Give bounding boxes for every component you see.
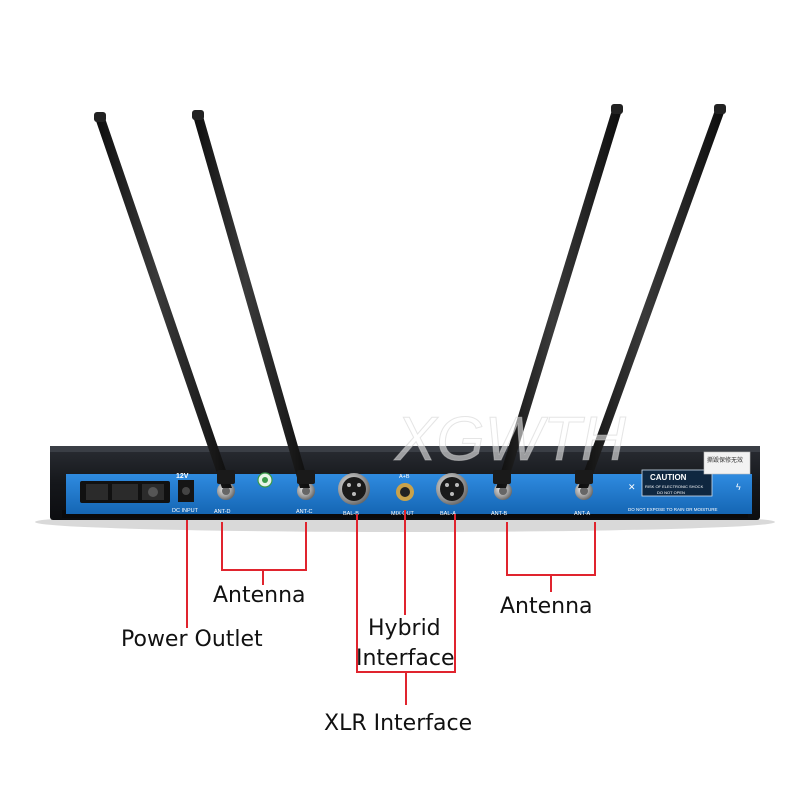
tool-icon: ✕ bbox=[628, 482, 636, 492]
dc-input-jack[interactable] bbox=[178, 480, 194, 502]
xlr-connector-b[interactable] bbox=[338, 473, 370, 505]
antenna-left-inner bbox=[192, 110, 315, 488]
warranty-seal: 撕毁保修无效 bbox=[703, 451, 751, 475]
seal-text: 撕毁保修无效 bbox=[707, 456, 743, 464]
caution-label: CAUTION RISK OF ELECTRONIC SHOCK DO NOT … bbox=[628, 469, 718, 512]
callout-xlr-interface: XLR Interface bbox=[324, 711, 473, 736]
bal-a-label: BAL-A bbox=[440, 511, 456, 517]
callout-antenna-left: Antenna bbox=[213, 583, 306, 608]
callout-antenna-right: Antenna bbox=[500, 594, 593, 619]
caution-line2: DO NOT OPEN bbox=[657, 490, 685, 495]
certification-logo bbox=[257, 472, 273, 488]
antenna-left-outer bbox=[94, 112, 235, 488]
voltage-label: 12V bbox=[176, 473, 189, 480]
antenna-right-inner bbox=[493, 104, 623, 488]
callout-power-outlet: Power Outlet bbox=[121, 627, 263, 652]
caution-title: CAUTION bbox=[650, 473, 687, 482]
chassis-top-edge bbox=[50, 446, 760, 452]
callout-hybrid-line1: Hybrid bbox=[368, 616, 441, 641]
power-switch[interactable] bbox=[80, 481, 170, 503]
mix-out-jack[interactable] bbox=[396, 483, 414, 501]
antenna-right-outer bbox=[575, 104, 726, 488]
ant-a-label: ANT-A bbox=[574, 511, 591, 517]
bal-b-label: BAL-B bbox=[343, 511, 359, 517]
caution-line1: RISK OF ELECTRONIC SHOCK bbox=[645, 484, 704, 489]
ant-d-label: ANT-D bbox=[214, 509, 231, 515]
callout-hybrid-line2: Interface bbox=[356, 646, 455, 671]
mix-out-top-label: A+B bbox=[399, 474, 410, 480]
dc-input-label: DC INPUT bbox=[172, 508, 199, 514]
lightning-icon: ϟ bbox=[736, 482, 741, 492]
ant-b-label: ANT-B bbox=[491, 511, 508, 517]
caution-footer: DO NOT EXPOSE TO RAIN OR MOISTURE bbox=[628, 507, 718, 512]
callout-lines bbox=[186, 510, 596, 705]
mix-out-label: MIX OUT bbox=[391, 511, 415, 517]
ant-c-label: ANT-C bbox=[296, 509, 313, 515]
xlr-connector-a[interactable] bbox=[436, 473, 468, 505]
watermark: XGWTH bbox=[393, 405, 626, 474]
